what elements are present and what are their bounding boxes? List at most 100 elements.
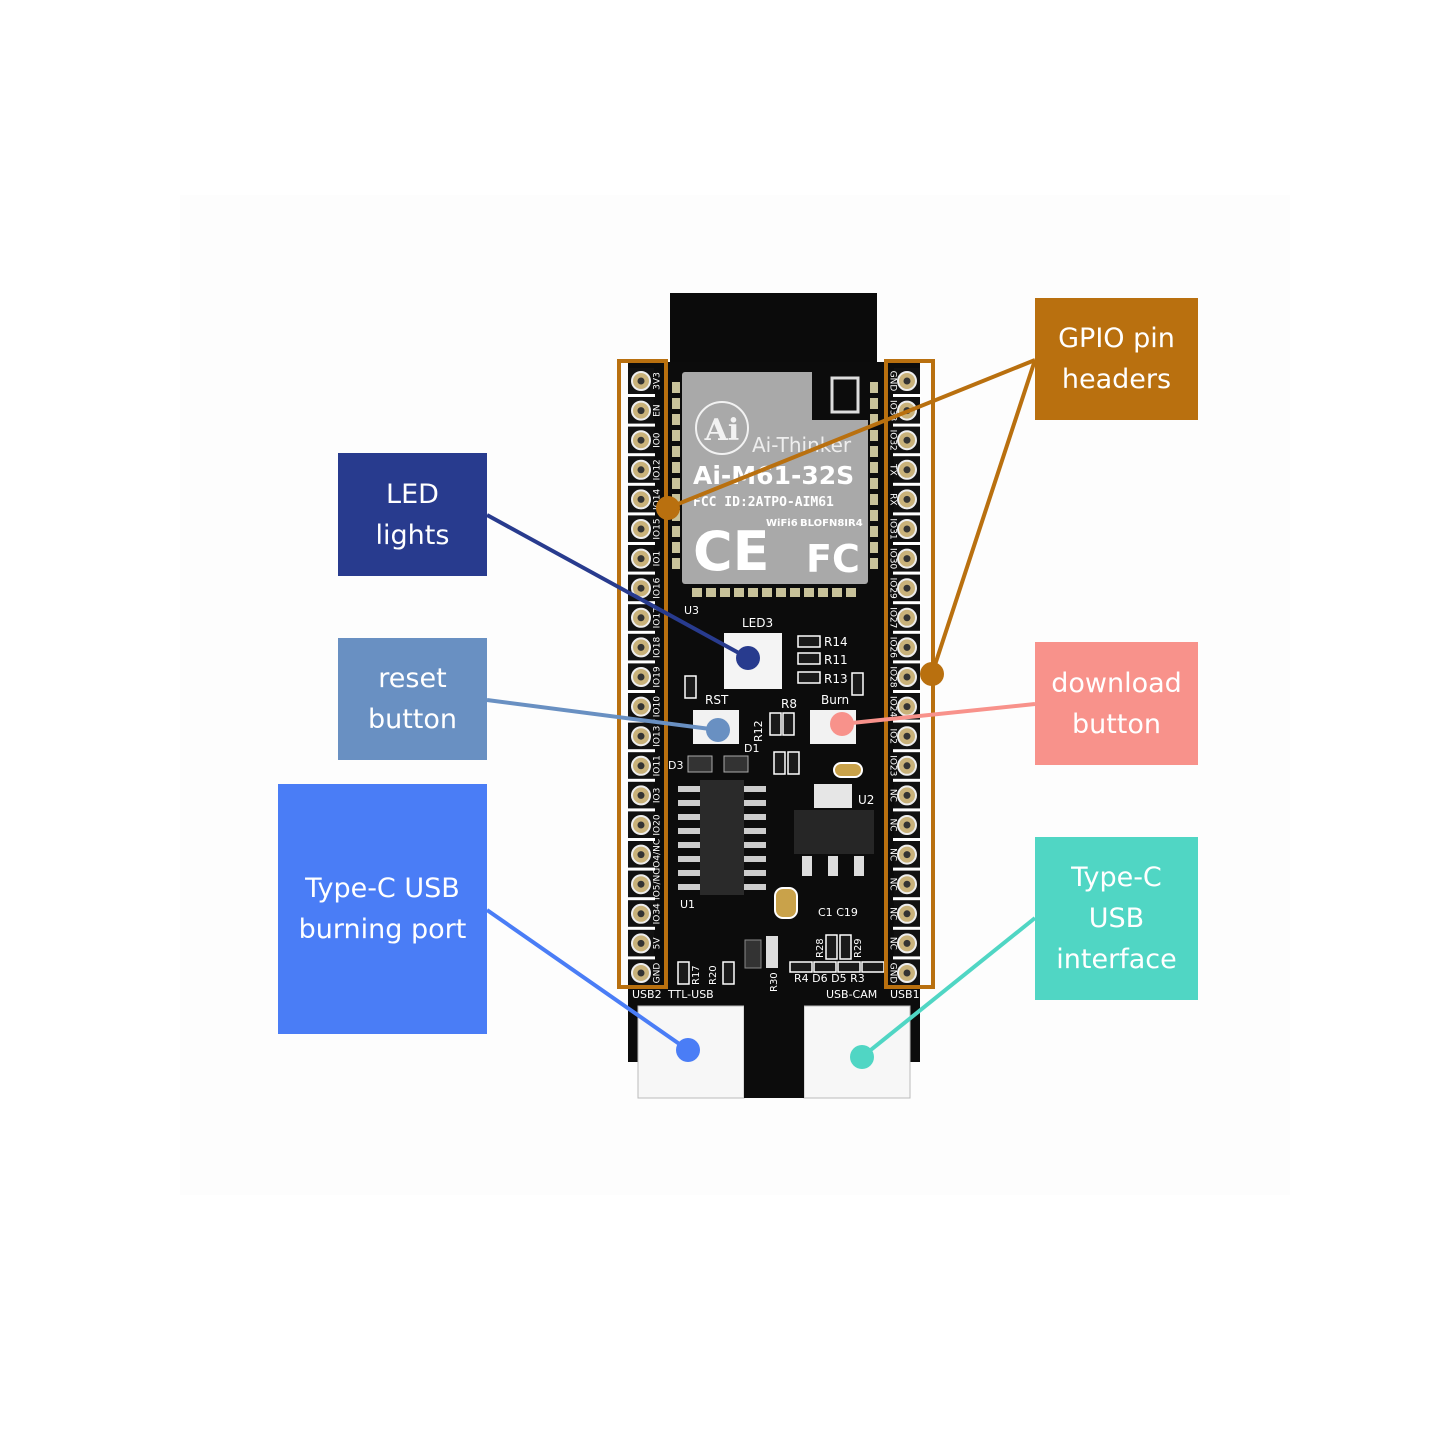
u1-pin bbox=[744, 856, 766, 862]
module-pad bbox=[672, 542, 680, 553]
module-pad bbox=[672, 398, 680, 409]
module-pad bbox=[790, 588, 800, 597]
pin-label: IO20 bbox=[653, 814, 663, 835]
header-separator bbox=[627, 453, 655, 457]
header-pin-hole bbox=[637, 495, 645, 503]
pin-label: RX bbox=[888, 493, 898, 505]
header-separator bbox=[893, 749, 921, 753]
header-separator bbox=[893, 867, 921, 871]
header-pin-hole bbox=[903, 436, 911, 444]
diode-d3 bbox=[687, 755, 713, 773]
header-separator bbox=[627, 482, 655, 486]
u2-label: U2 bbox=[858, 793, 874, 807]
header-pin-hole bbox=[637, 643, 645, 651]
diode-d1 bbox=[723, 755, 749, 773]
r12-label: R12 bbox=[752, 720, 765, 742]
label-line: GPIO pin bbox=[1058, 323, 1175, 354]
usb-c-gap bbox=[744, 1000, 804, 1098]
leader-dot bbox=[656, 496, 680, 520]
leader-line bbox=[841, 702, 1036, 726]
u1-pins bbox=[678, 786, 766, 890]
pin-label: IO1 bbox=[653, 551, 663, 566]
leader-dot bbox=[920, 662, 944, 686]
pin-label: IO28 bbox=[888, 666, 898, 687]
c1-c19-label: C1 C19 bbox=[818, 906, 858, 919]
capacitor-c6 bbox=[833, 762, 863, 778]
header-pin-hole bbox=[637, 584, 645, 592]
label-line: burning port bbox=[298, 914, 467, 945]
leader-line bbox=[860, 916, 1037, 1059]
header-separator bbox=[893, 926, 921, 930]
header-pin-hole bbox=[637, 466, 645, 474]
header-separator bbox=[627, 778, 655, 782]
header-pin-hole bbox=[637, 851, 645, 859]
header-pin-hole bbox=[637, 939, 645, 947]
header-separator bbox=[627, 394, 655, 397]
header-separator bbox=[893, 690, 921, 693]
usb-cam-label: USB-CAM bbox=[826, 988, 877, 1001]
header-pin-hole bbox=[903, 703, 911, 711]
header-pin-hole bbox=[637, 821, 645, 829]
header-pin-hole bbox=[903, 614, 911, 622]
resistor-r30 bbox=[766, 936, 778, 968]
pin-label: IO0 bbox=[653, 432, 663, 448]
u1-label: U1 bbox=[680, 898, 695, 911]
header-pin-hole bbox=[637, 614, 645, 622]
r17-label: R17 bbox=[691, 965, 702, 985]
r13-label: R13 bbox=[824, 672, 848, 686]
module-pad bbox=[870, 398, 878, 409]
rst-label: RST bbox=[705, 693, 729, 707]
header-pin-hole bbox=[903, 791, 911, 799]
module-pad bbox=[846, 588, 856, 597]
header-separator bbox=[893, 394, 921, 397]
r14-label: R14 bbox=[824, 635, 848, 649]
pin-label: IO23 bbox=[888, 755, 898, 776]
pin-label: GND bbox=[653, 963, 663, 984]
header-pin-hole bbox=[637, 791, 645, 799]
header-pin-hole bbox=[903, 584, 911, 592]
fcc-id-text: FCC ID:2ATPO-AIM61 bbox=[693, 495, 834, 510]
label-line: button bbox=[367, 704, 458, 735]
u1-pin bbox=[744, 786, 766, 792]
pin-label: IO14 bbox=[653, 489, 663, 510]
header-separator bbox=[627, 808, 655, 812]
header-pin-hole bbox=[637, 525, 645, 533]
header-separator bbox=[627, 956, 655, 960]
label-line: lights bbox=[375, 519, 450, 551]
module-pad bbox=[672, 430, 680, 441]
header-separator bbox=[893, 838, 921, 841]
pin-label: IO29 bbox=[888, 578, 898, 599]
header-pin-hole bbox=[903, 939, 911, 947]
label-usb-burning-port: Type-C USB burning port bbox=[278, 784, 487, 1034]
pin-label: 3V3 bbox=[653, 372, 663, 390]
header-separator bbox=[893, 897, 921, 901]
fcc-mark: FC bbox=[806, 537, 860, 581]
label-line: Type-C USB bbox=[305, 873, 460, 904]
u2-pin bbox=[802, 856, 812, 876]
module-pad bbox=[870, 478, 878, 489]
module-pad bbox=[832, 588, 842, 597]
u1-pin bbox=[744, 800, 766, 806]
pin-label: IO17 bbox=[653, 607, 663, 628]
u1-pin bbox=[744, 828, 766, 834]
header-separator bbox=[627, 749, 655, 753]
u1-pin bbox=[678, 814, 700, 820]
module-chip-resistor bbox=[830, 376, 860, 414]
bottom-part-labels: R4 D6 D5 R3 bbox=[794, 972, 865, 985]
pin-label: NC bbox=[888, 907, 898, 920]
header-pin-hole bbox=[903, 643, 911, 651]
header-separator bbox=[627, 423, 655, 427]
pin-label: IO18 bbox=[653, 637, 663, 658]
pin-label: IO4/NC bbox=[653, 839, 663, 871]
module-pad bbox=[672, 478, 680, 489]
header-separator bbox=[893, 423, 921, 427]
module-pad bbox=[672, 414, 680, 425]
module-pad bbox=[720, 588, 730, 597]
leader-dot bbox=[736, 646, 760, 670]
u1-pin bbox=[678, 800, 700, 806]
module-pad bbox=[870, 382, 878, 393]
module-pad bbox=[870, 494, 878, 505]
